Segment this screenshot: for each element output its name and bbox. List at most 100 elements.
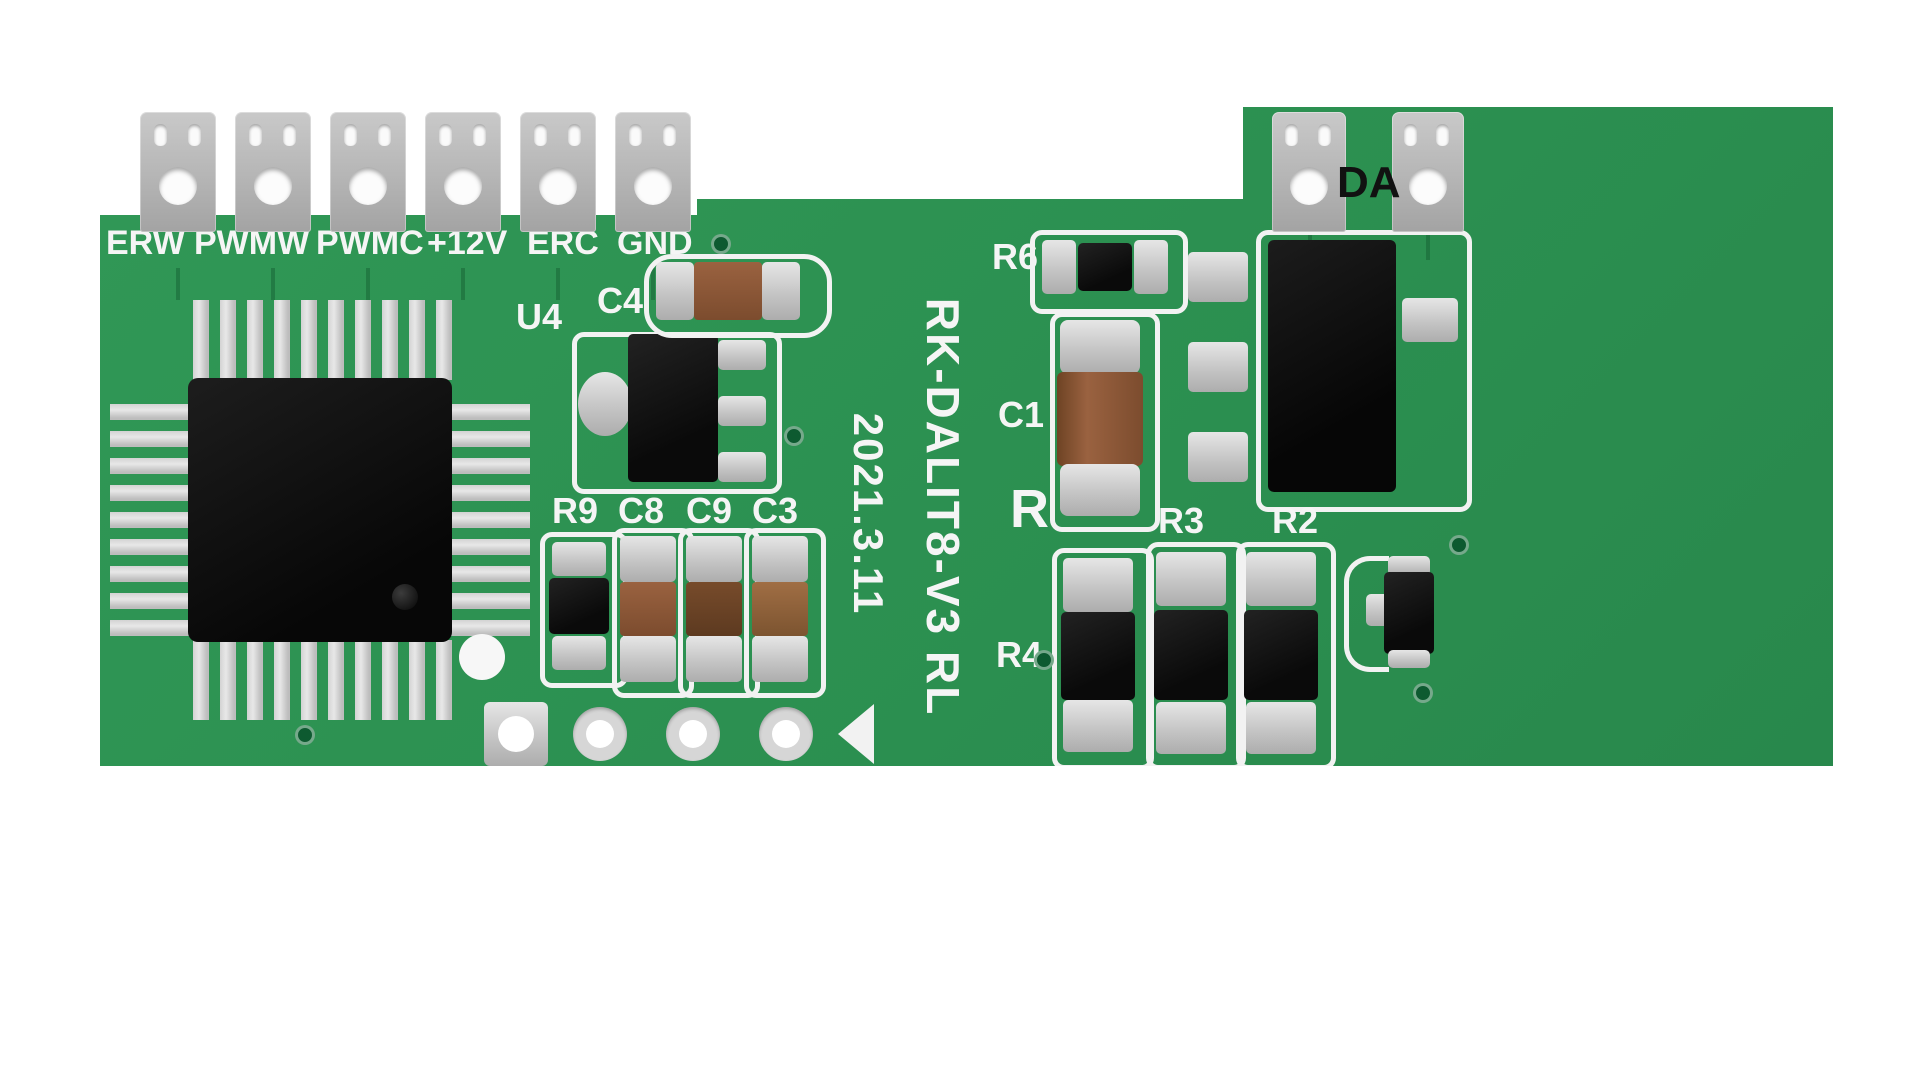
silkscreen-dot [459,634,505,680]
c3-capacitor-end [752,536,808,582]
r2-pad [1246,552,1316,606]
terminal-tab-da-right [1392,112,1464,232]
tab-hole [1436,124,1449,146]
power-ic-pad [1188,432,1248,482]
copper-trace [366,268,370,300]
r6-pad [1134,240,1168,294]
ref-label-r: R [1010,479,1049,539]
c9-capacitor-end [686,536,742,582]
qfp-pins-right [450,404,530,636]
ref-label-r9: R9 [552,490,599,531]
terminal-tab-erw [140,112,216,232]
power-ic-tab-pad [1402,298,1458,342]
copper-trace [651,268,655,300]
r2-silkscreen-outline [1236,542,1336,766]
u4-solder-blob [578,372,632,436]
pad-hole [498,716,534,752]
terminal-tab-pwmc [330,112,406,232]
hole-center [679,720,707,748]
c4-silkscreen-outline [644,254,832,338]
tab-hole [254,167,292,205]
tab-hole [249,124,262,146]
hole-center [772,720,800,748]
r4-resistor-body [1061,612,1135,700]
r3-silkscreen-outline [1146,542,1246,766]
tab-hole [154,124,167,146]
tab-hole [568,124,581,146]
tab-hole [1285,124,1298,146]
copper-trace [461,268,465,300]
u4-pad [718,396,766,426]
via [1449,535,1469,555]
power-ic-body [1268,240,1396,492]
r3-pad [1156,552,1226,606]
c4-capacitor-body [694,262,762,320]
r3-pad [1156,702,1226,754]
transistor-lead-pad [1388,556,1430,576]
copper-trace [1426,230,1430,260]
transistor-lead-pad [1388,650,1430,668]
silkscreen-triangle-marker [838,704,874,764]
r9-resistor-body [549,578,609,634]
power-ic-pad [1188,252,1248,302]
ref-label-c3: C3 [752,490,799,531]
terminal-label-da: DA [1337,158,1401,207]
r6-resistor-body [1078,243,1132,291]
tab-hole [534,124,547,146]
c1-capacitor-end [1060,464,1140,516]
tab-hole [1290,167,1328,205]
tab-hole [1404,124,1417,146]
tab-hole [1409,167,1447,205]
tab-hole [283,124,296,146]
ref-label-u4: U4 [516,296,563,337]
r6-pad [1042,240,1076,294]
via [1034,650,1054,670]
r6-silkscreen-outline [1030,230,1188,314]
board-title-silkscreen: RK-DALIT8-V3 RL [917,297,969,717]
qfp-pins-top [193,300,452,380]
tab-hole [439,124,452,146]
c8-capacitor-end [620,536,676,582]
r2-pad [1246,702,1316,754]
r9-pad [552,636,606,670]
c1-capacitor-end [1060,320,1140,374]
r4-pad [1063,700,1133,752]
ref-label-c8: C8 [618,490,665,531]
tab-hole [159,167,197,205]
qfp-pins-bottom [193,640,452,720]
c4-capacitor-end [656,262,694,320]
terminal-tab-da-left [1272,112,1346,232]
copper-trace [271,268,275,300]
tab-hole [349,167,387,205]
terminal-tab-erc [520,112,596,232]
ref-label-r3: R3 [1158,500,1205,541]
terminal-tab-pwmw [235,112,311,232]
date-silkscreen: 2021.3.11 [845,412,892,616]
terminal-tab-gnd [615,112,691,232]
tab-hole [444,167,482,205]
hole-center [586,720,614,748]
plated-hole [573,707,627,761]
c4-capacitor-end [762,262,800,320]
tab-hole [344,124,357,146]
c3-capacitor-end [752,636,808,682]
via [711,234,731,254]
plated-hole [666,707,720,761]
c1-silkscreen-outline [1050,312,1160,532]
r9-pad [552,542,606,576]
via [1413,683,1433,703]
c9-capacitor-end [686,636,742,682]
u4-ic-body [628,334,718,482]
power-ic-pad [1188,342,1248,392]
tab-hole [473,124,486,146]
tab-hole [629,124,642,146]
ref-label-c1: C1 [998,394,1045,435]
c8-capacitor-end [620,636,676,682]
tab-hole [188,124,201,146]
u4-pad [718,340,766,370]
power-ic-silkscreen-outline [1256,230,1472,512]
r4-pad [1063,558,1133,612]
tab-hole [378,124,391,146]
